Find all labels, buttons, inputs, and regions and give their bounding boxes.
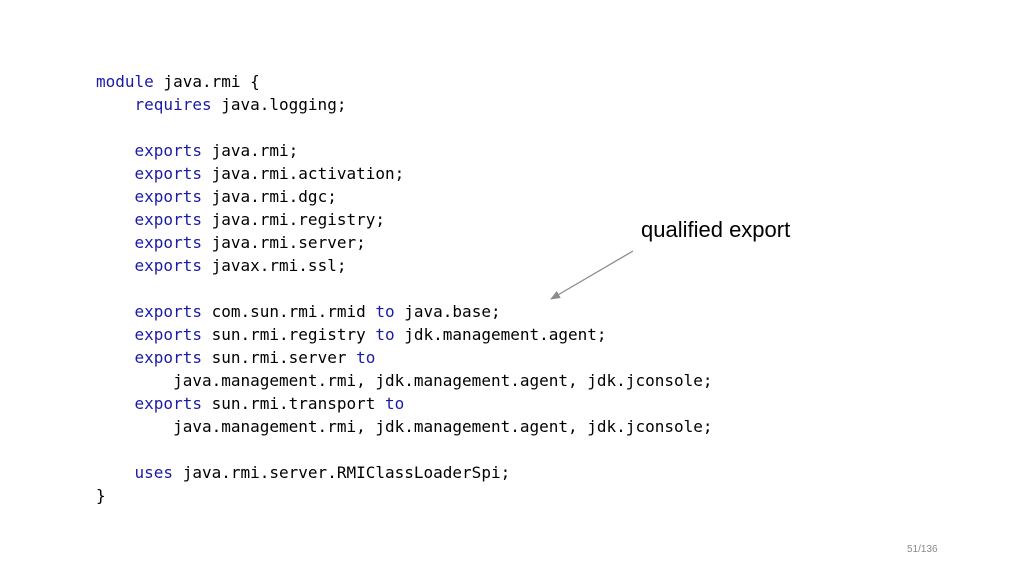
code-line (96, 438, 713, 461)
code-keyword: exports (134, 233, 202, 252)
code-keyword: exports (134, 164, 202, 183)
code-line: requires java.logging; (96, 93, 713, 116)
code-keyword: exports (134, 187, 202, 206)
code-line: module java.rmi { (96, 70, 713, 93)
code-text: com.sun.rmi.rmid (201, 302, 376, 321)
code-keyword: uses (134, 463, 174, 482)
code-text: } (96, 486, 106, 505)
code-line: exports sun.rmi.transport to (96, 392, 713, 415)
code-text: jdk.management.agent; (394, 325, 607, 344)
code-text: java.rmi.registry; (201, 210, 385, 229)
code-text (96, 463, 135, 482)
code-text: java.rmi; (201, 141, 299, 160)
code-text: javax.rmi.ssl; (201, 256, 347, 275)
code-block: module java.rmi { requires java.logging;… (96, 70, 713, 507)
code-line: exports java.rmi; (96, 139, 713, 162)
code-text: java.management.rmi, jdk.management.agen… (96, 371, 713, 390)
code-keyword: to (375, 325, 395, 344)
code-keyword: module (96, 72, 154, 91)
code-text (96, 164, 135, 183)
code-line: exports java.rmi.activation; (96, 162, 713, 185)
code-keyword: exports (134, 325, 202, 344)
code-line: exports sun.rmi.registry to jdk.manageme… (96, 323, 713, 346)
code-text (96, 141, 135, 160)
code-keyword: requires (134, 95, 212, 114)
code-text: sun.rmi.registry (201, 325, 376, 344)
code-text: java.logging; (211, 95, 347, 114)
code-text (96, 187, 135, 206)
code-text (96, 325, 135, 344)
code-line: exports javax.rmi.ssl; (96, 254, 713, 277)
callout-label: qualified export (641, 217, 791, 242)
code-line: java.management.rmi, jdk.management.agen… (96, 415, 713, 438)
code-line: } (96, 484, 713, 507)
code-line: exports com.sun.rmi.rmid to java.base; (96, 300, 713, 323)
code-line: exports java.rmi.server; (96, 231, 713, 254)
code-text: java.base; (394, 302, 501, 321)
code-text (96, 302, 135, 321)
code-text (96, 95, 135, 114)
code-line: exports java.rmi.registry; (96, 208, 713, 231)
code-keyword: exports (134, 256, 202, 275)
code-text: java.rmi { (153, 72, 260, 91)
code-line (96, 277, 713, 300)
code-keyword: exports (134, 394, 202, 413)
code-keyword: to (385, 394, 405, 413)
code-keyword: to (375, 302, 395, 321)
code-keyword: exports (134, 141, 202, 160)
code-text: java.rmi.server; (201, 233, 366, 252)
code-line: exports sun.rmi.server to (96, 346, 713, 369)
page-number: 51/136 (907, 544, 938, 555)
code-text: java.rmi.activation; (201, 164, 405, 183)
code-text (96, 348, 135, 367)
code-line (96, 116, 713, 139)
code-text (96, 210, 135, 229)
code-line: java.management.rmi, jdk.management.agen… (96, 369, 713, 392)
code-keyword: exports (134, 348, 202, 367)
code-text (96, 256, 135, 275)
code-text: java.management.rmi, jdk.management.agen… (96, 417, 713, 436)
code-text (96, 233, 135, 252)
code-text: sun.rmi.transport (201, 394, 385, 413)
code-text: java.rmi.dgc; (201, 187, 337, 206)
code-line: uses java.rmi.server.RMIClassLoaderSpi; (96, 461, 713, 484)
code-text (96, 394, 135, 413)
code-line: exports java.rmi.dgc; (96, 185, 713, 208)
code-text: java.rmi.server.RMIClassLoaderSpi; (173, 463, 511, 482)
code-keyword: exports (134, 302, 202, 321)
code-text: sun.rmi.server (201, 348, 357, 367)
code-keyword: exports (134, 210, 202, 229)
code-keyword: to (356, 348, 376, 367)
